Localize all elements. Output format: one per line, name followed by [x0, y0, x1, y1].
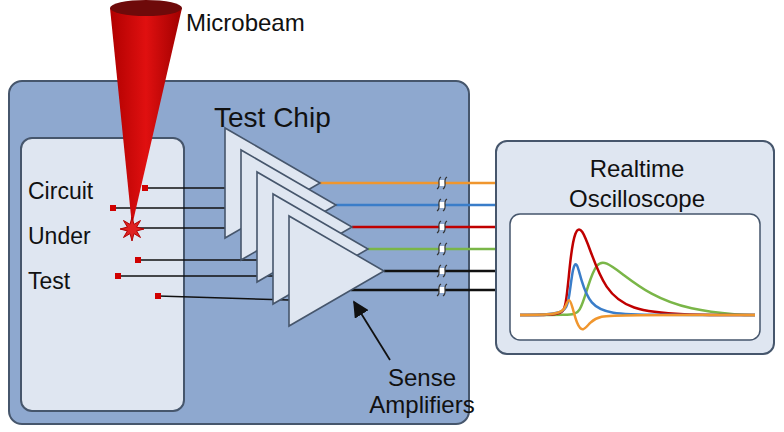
output-wire [320, 182, 495, 185]
input-wire [145, 187, 225, 189]
oscilloscope-box: Realtime Oscilloscope [495, 140, 775, 355]
probe-pad [142, 185, 148, 191]
output-wire [368, 248, 495, 251]
signal-trace [520, 300, 755, 329]
amplifier-symbol [289, 216, 384, 326]
probe-pad [155, 293, 161, 299]
signal-trace [520, 230, 755, 315]
cable-break [437, 177, 447, 296]
strike-burst [120, 217, 144, 241]
signal-trace [520, 264, 755, 315]
beam-label: Microbeam [186, 8, 326, 38]
probe-pad [110, 205, 116, 211]
screen [510, 214, 760, 340]
pointer-arrow [354, 302, 390, 360]
input-wire [138, 259, 273, 261]
output-wire [336, 204, 495, 207]
probe-pad [135, 257, 141, 263]
input-wire [158, 296, 289, 300]
signal-trace [520, 263, 755, 315]
node-text: Circuit Under Test [28, 169, 108, 304]
microbeam-cone [110, 8, 182, 226]
circuit-box: Circuit Under Test [20, 137, 185, 412]
probe-pad [115, 273, 121, 279]
output-wire [352, 226, 495, 229]
microbeam-top [110, 0, 182, 16]
node-text: Test Chip [214, 102, 414, 134]
node-text: Realtime Oscilloscope [537, 154, 737, 214]
output-wire [351, 289, 495, 292]
amplifier-label: Sense Amplifiers [352, 364, 492, 418]
